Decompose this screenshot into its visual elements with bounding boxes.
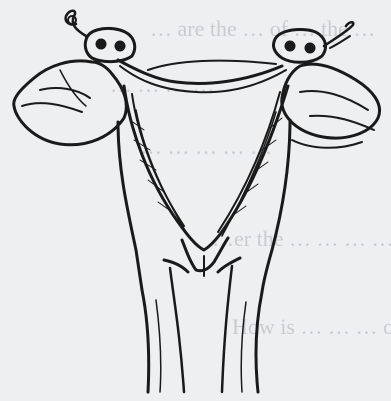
bleed-line-3: … … … … … (140, 134, 272, 159)
right-ovary (282, 64, 380, 148)
bleed-line-1: … are the … of … the … (150, 16, 375, 41)
bleed-line-4: …er the … … … … (212, 226, 391, 251)
left-tube-knob (66, 11, 135, 62)
